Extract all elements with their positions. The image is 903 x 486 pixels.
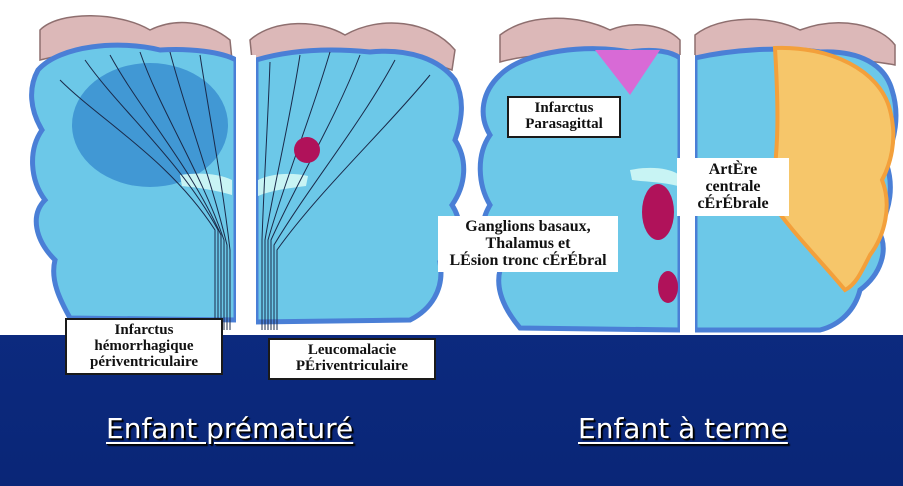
label-line: centrale	[677, 179, 789, 196]
caption-term: Enfant à terme	[578, 412, 788, 445]
label-line: cÉrÉbrale	[677, 196, 789, 213]
label-line: LÉsion tronc cÉrÉbral	[438, 253, 618, 270]
label-pvl: Leucomalacie PÉriventriculaire	[268, 338, 436, 380]
label-line: Parasagittal	[515, 117, 613, 133]
premature-brain	[32, 16, 464, 335]
label-line: Infarctus	[73, 323, 215, 339]
label-basal-ganglia: Ganglions basaux, Thalamus et LÉsion tro…	[438, 216, 618, 272]
midline-gap-left	[236, 55, 256, 335]
label-line: ArtÈre	[677, 162, 789, 179]
label-line: hémorrhagique	[73, 339, 215, 355]
label-parasagittal-infarct: Infarctus Parasagittal	[507, 96, 621, 138]
label-central-artery: ArtÈre centrale cÉrÉbrale	[677, 158, 789, 216]
label-line: Leucomalacie	[276, 343, 428, 359]
pvl-lesion	[294, 137, 320, 163]
label-line: PÉriventriculaire	[276, 359, 428, 375]
label-line: Thalamus et	[438, 236, 618, 253]
label-line: Infarctus	[515, 101, 613, 117]
caption-premature: Enfant prématuré	[106, 412, 353, 445]
basal-ganglia-lesion	[642, 184, 674, 240]
label-line: Ganglions basaux,	[438, 219, 618, 236]
label-hemorrhagic-infarct: Infarctus hémorrhagique périventriculair…	[65, 318, 223, 375]
label-line: périventriculaire	[73, 355, 215, 371]
brainstem-lesion	[658, 271, 678, 303]
